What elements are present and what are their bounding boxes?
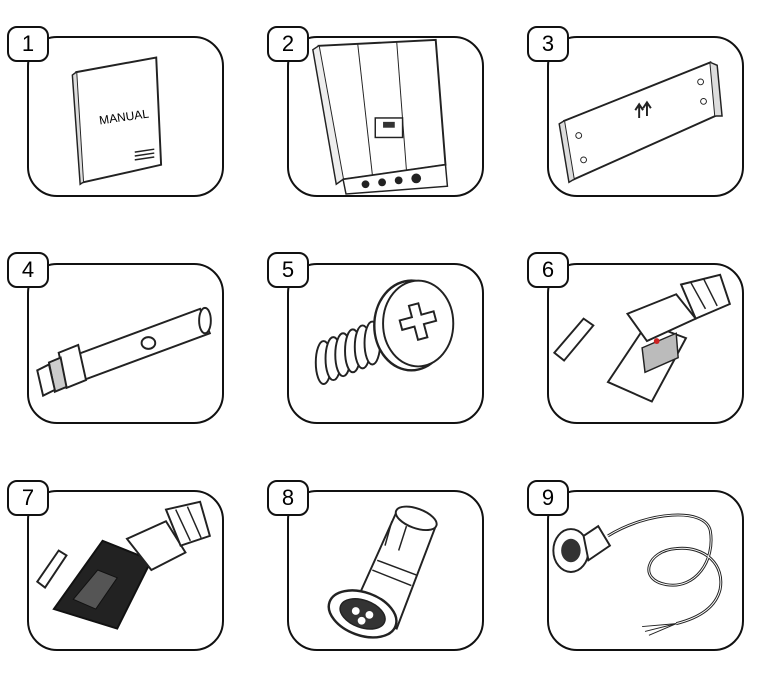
- item-number-badge: 6: [527, 252, 569, 288]
- item-number-badge: 4: [7, 252, 49, 288]
- inverter-icon: [289, 38, 482, 195]
- item-number-badge: 8: [267, 480, 309, 516]
- item-number-badge: 5: [267, 252, 309, 288]
- item-number-badge: 1: [7, 26, 49, 62]
- mounting-bracket-icon: [549, 38, 742, 195]
- item-number-badge: 7: [7, 480, 49, 516]
- dc-connector-negative-icon: [29, 492, 222, 649]
- item-number-badge: 2: [267, 26, 309, 62]
- ac-connector-icon: [289, 492, 482, 649]
- manual-book-icon: [29, 38, 222, 195]
- item-2-panel: [287, 36, 484, 197]
- dc-connector-positive-icon: [549, 265, 742, 422]
- communication-cable-icon: [549, 492, 742, 649]
- item-4-panel: [27, 263, 224, 424]
- item-9-panel: [547, 490, 744, 651]
- item-6-panel: [547, 263, 744, 424]
- item-7-panel: [27, 490, 224, 651]
- phillips-screw-icon: [289, 265, 482, 422]
- item-5-panel: [287, 263, 484, 424]
- expansion-bolt-icon: [29, 265, 222, 422]
- item-3-panel: [547, 36, 744, 197]
- item-1-panel: MANUAL: [27, 36, 224, 197]
- item-8-panel: [287, 490, 484, 651]
- item-number-badge: 3: [527, 26, 569, 62]
- item-number-badge: 9: [527, 480, 569, 516]
